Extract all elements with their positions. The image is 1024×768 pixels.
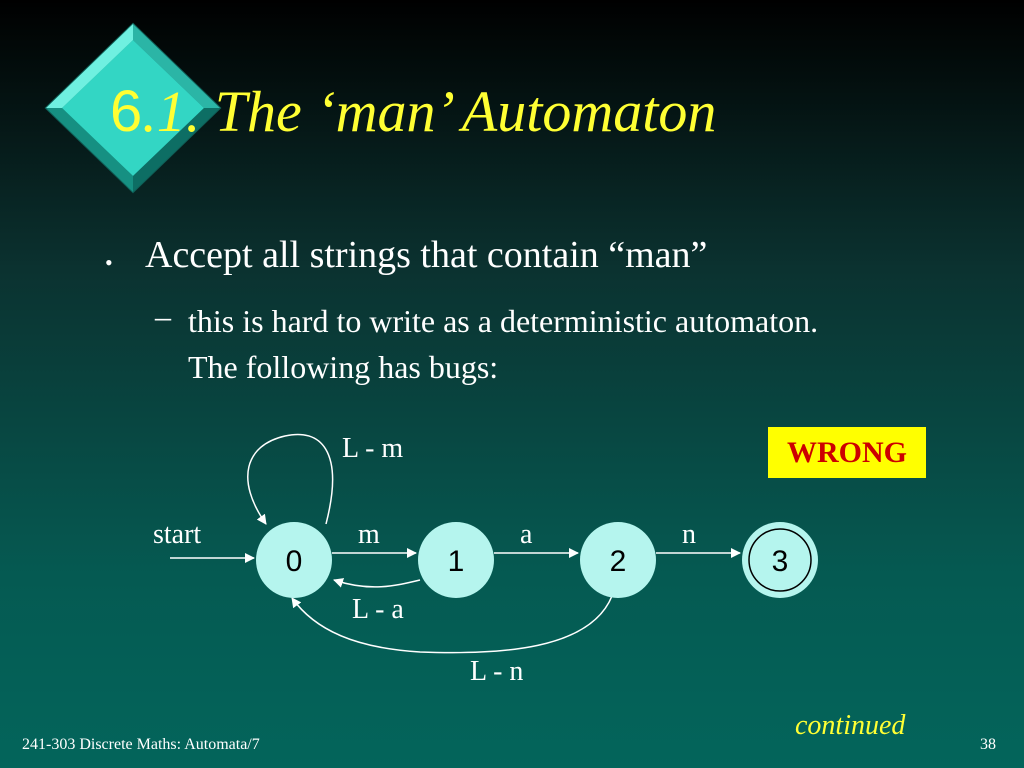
edge-label-self: L - m [342, 433, 403, 464]
edge-2-0 [291, 595, 613, 654]
state-node-2: 2 [580, 522, 656, 598]
edge-label-n: n [682, 519, 696, 550]
bullet-symbol: • [105, 250, 113, 275]
state-node-1: 1 [418, 522, 494, 598]
edge-label-ln: L - n [470, 656, 523, 687]
slide-title: 6.1. The ‘man’ Automaton [110, 78, 716, 145]
self-loop-edge [247, 433, 334, 525]
bullet-text: Accept all strings that contain “man” [145, 234, 708, 276]
diamond-logo-icon [44, 22, 222, 194]
edge-1-0 [333, 578, 421, 588]
footer-course: 241-303 Discrete Maths: Automata/7 [22, 736, 260, 753]
edge-label-la: L - a [352, 594, 404, 625]
edge-label-m: m [358, 519, 380, 550]
state-label-0: 0 [286, 545, 303, 578]
title-number: 6 [110, 79, 143, 144]
state-node-3-accepting: 3 [742, 522, 818, 598]
state-label-3: 3 [772, 545, 789, 578]
continued-label: continued [795, 710, 906, 741]
start-label: start [153, 519, 201, 550]
wrong-badge: WRONG [768, 427, 926, 478]
state-label-2: 2 [610, 545, 627, 578]
edge-label-a: a [520, 519, 533, 550]
state-node-0: 0 [256, 522, 332, 598]
title-text: .1. The ‘man’ Automaton [142, 79, 717, 144]
state-label-1: 1 [448, 545, 465, 578]
sub-bullet-text: this is hard to write as a deterministic… [188, 303, 819, 385]
sub-bullet-dash: – [155, 298, 171, 334]
page-number: 38 [980, 736, 996, 753]
